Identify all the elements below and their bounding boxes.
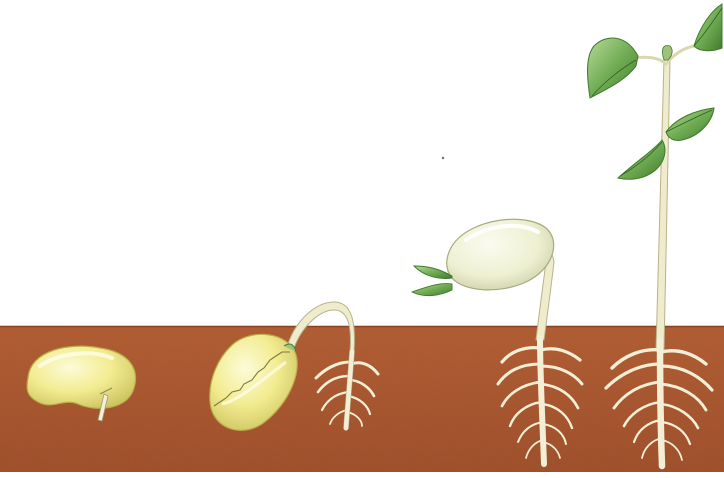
- speck: [442, 157, 444, 159]
